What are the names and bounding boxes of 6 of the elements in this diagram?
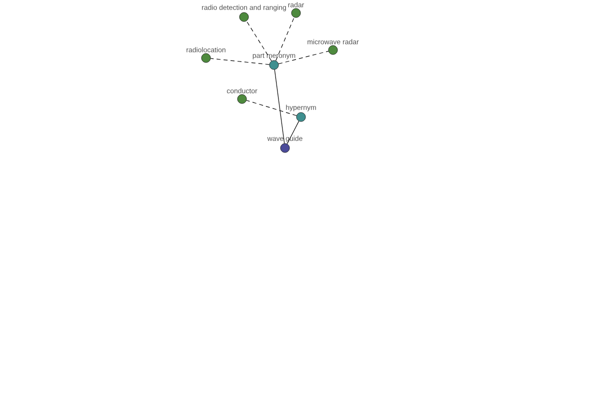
connector-line (278, 50, 329, 64)
connector-line (246, 100, 297, 116)
connector-line (246, 20, 272, 62)
connector-line (210, 58, 270, 65)
connector-line (276, 17, 294, 61)
connector-line (274, 69, 285, 144)
